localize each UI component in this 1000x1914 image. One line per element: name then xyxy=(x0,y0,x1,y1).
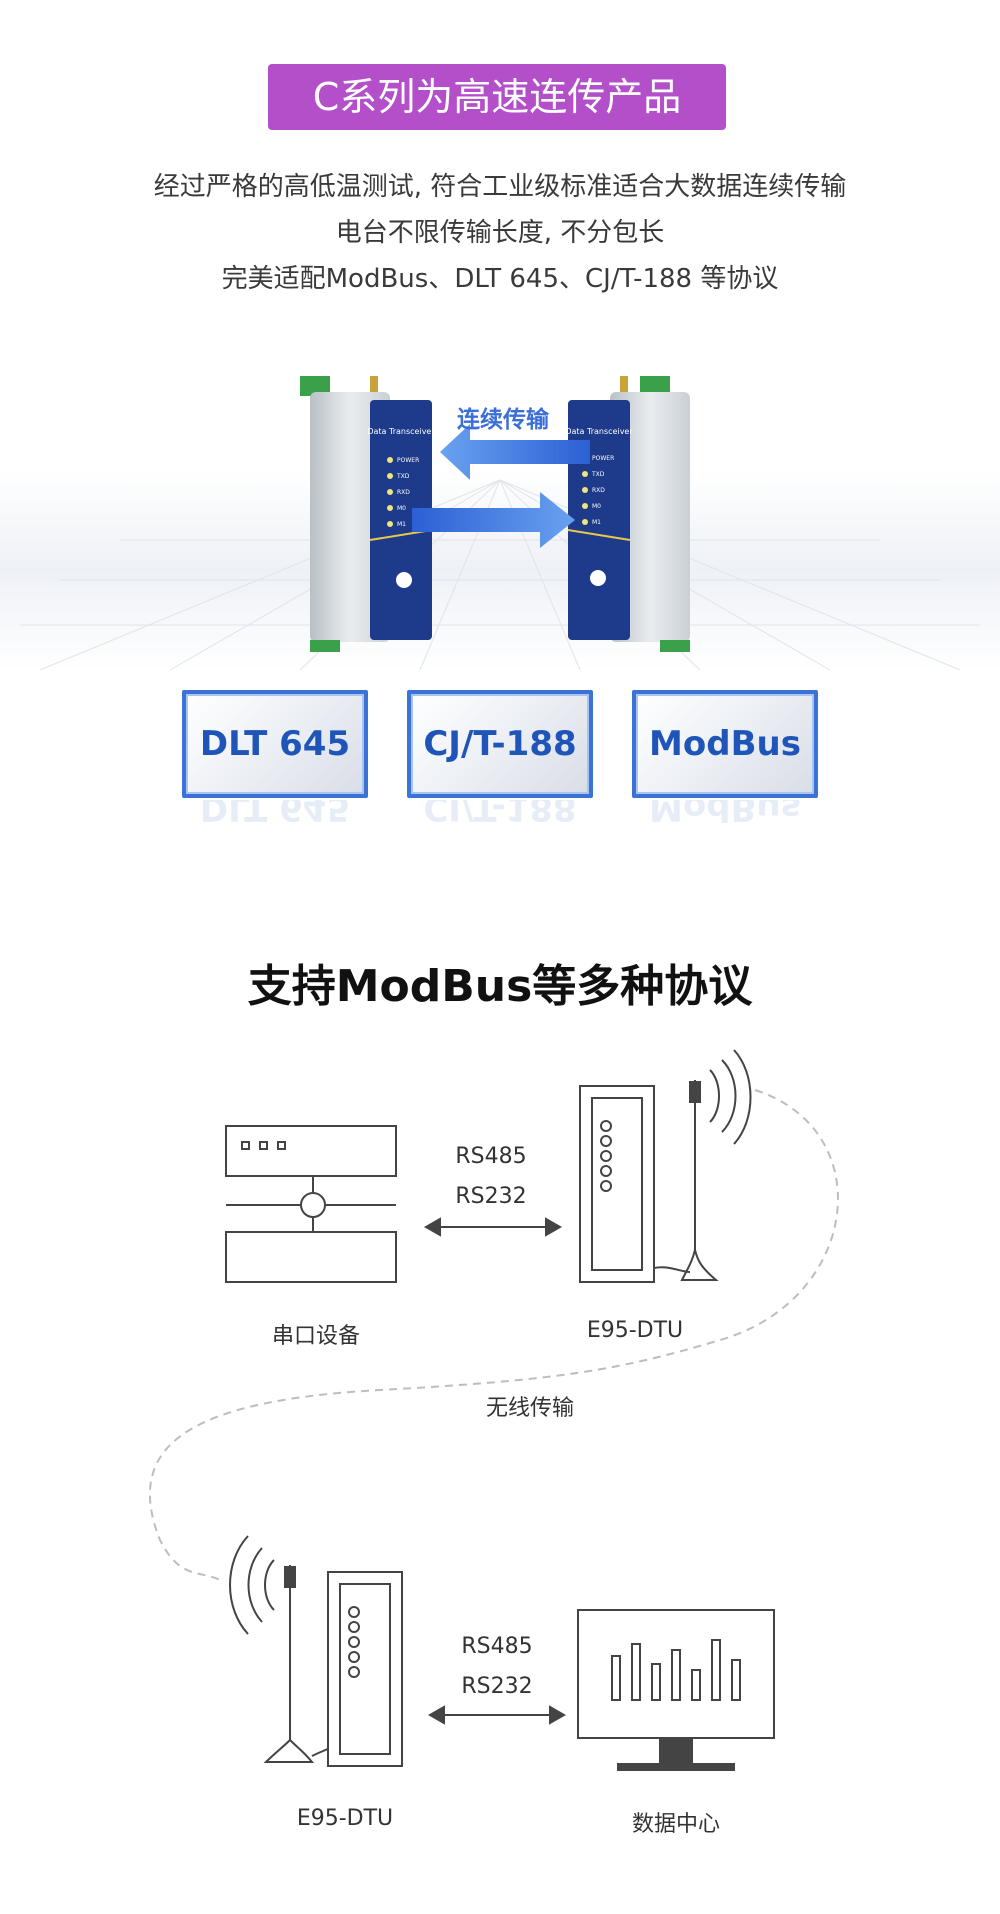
top-link-label-rs485: RS485 xyxy=(455,1144,527,1169)
svg-text:M0: M0 xyxy=(397,505,406,512)
svg-text:M1: M1 xyxy=(592,519,601,526)
svg-text:POWER: POWER xyxy=(397,457,419,464)
protocol-reflection: ModBus xyxy=(649,800,801,828)
svg-text:M1: M1 xyxy=(397,521,406,528)
continuous-transmission-label: 连续传输 xyxy=(457,406,550,433)
bottom-link-label-rs232: RS232 xyxy=(461,1674,533,1699)
svg-text:RXD: RXD xyxy=(592,487,605,494)
wireless-link xyxy=(149,1089,839,1581)
top-link-arrow xyxy=(423,1217,563,1237)
dtu-top-icon xyxy=(579,1085,655,1283)
dtu-bottom-icon xyxy=(327,1571,403,1767)
bottom-link-arrow xyxy=(427,1705,567,1725)
serial-device-label: 串口设备 xyxy=(271,1324,360,1349)
dtu-bottom-label: E95-DTU xyxy=(296,1806,394,1831)
topology-diagram xyxy=(149,1049,839,1771)
section-heading: 支持ModBus等多种协议 xyxy=(247,961,753,1012)
left-device-label: Data Transceiver xyxy=(367,427,435,436)
antenna-top-icon xyxy=(653,1049,752,1281)
antenna-bottom-icon xyxy=(229,1535,331,1763)
svg-text:RXD: RXD xyxy=(397,489,410,496)
protocol-reflection: CJ/T-188 xyxy=(423,800,577,828)
intro-line-2: 电台不限传输长度, 不分包长 xyxy=(335,218,665,248)
right-device-label: Data Transceiver xyxy=(565,427,633,436)
arrow-left xyxy=(440,424,590,480)
dtu-top-label: E95-DTU xyxy=(586,1318,684,1343)
svg-text:POWER: POWER xyxy=(592,455,614,462)
right-device: Data Transceiver POWER TXD RXD M0 M1 xyxy=(565,376,690,652)
data-center-label: 数据中心 xyxy=(631,1812,720,1837)
hero-illustration: Data Transceiver POWER TXD RXD M0 M1 Dat… xyxy=(0,376,1000,671)
svg-text:TXD: TXD xyxy=(396,473,410,480)
arrow-right xyxy=(412,492,575,548)
intro-line-3: 完美适配ModBus、DLT 645、CJ/T-188 等协议 xyxy=(221,264,779,294)
left-device: Data Transceiver POWER TXD RXD M0 M1 xyxy=(300,376,435,652)
serial-device-icon xyxy=(225,1125,397,1283)
series-badge: C系列为高速连传产品 xyxy=(268,64,726,130)
svg-text:TXD: TXD xyxy=(591,471,605,478)
bottom-link-label-rs485: RS485 xyxy=(461,1634,533,1659)
top-link-label-rs232: RS232 xyxy=(455,1184,527,1209)
svg-text:M0: M0 xyxy=(592,503,601,510)
protocol-reflection: DLT 645 xyxy=(199,800,351,828)
protocol-tile-modbus: ModBus xyxy=(632,690,818,798)
wireless-transmission-label: 无线传输 xyxy=(470,1390,590,1422)
protocol-tile-cjt188: CJ/T-188 xyxy=(407,690,593,798)
protocol-tile-dlt645: DLT 645 xyxy=(182,690,368,798)
intro-line-1: 经过严格的高低温测试, 符合工业级标准适合大数据连续传输 xyxy=(153,172,847,202)
data-center-icon xyxy=(577,1609,775,1771)
